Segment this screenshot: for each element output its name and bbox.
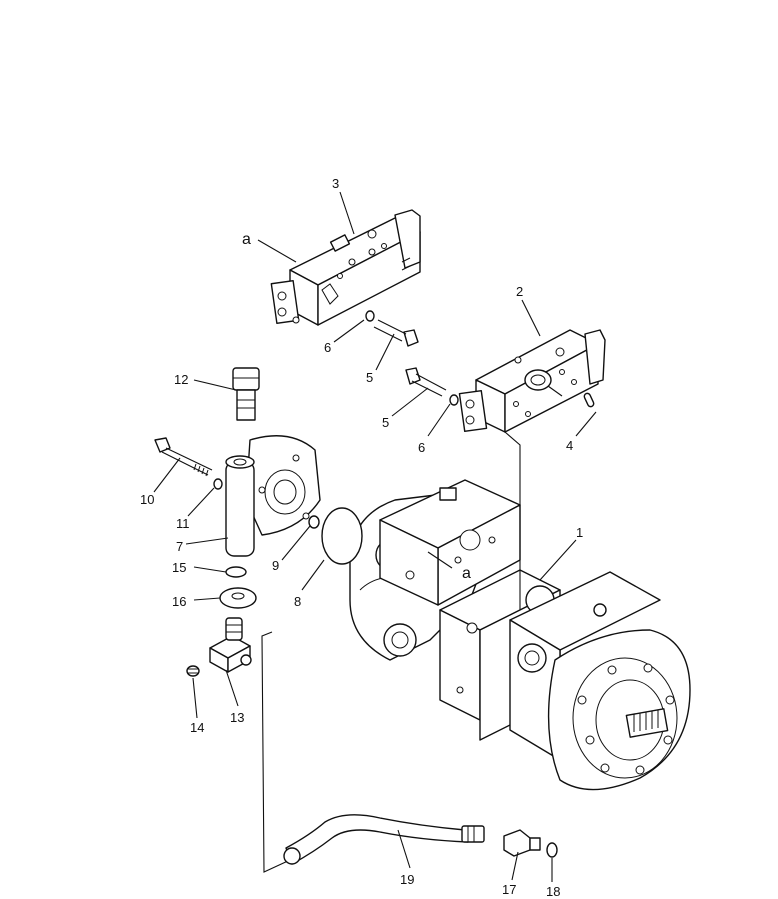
o-ring-8-icon xyxy=(321,507,363,565)
pin-4-icon xyxy=(583,392,595,408)
callout-2: 2 xyxy=(516,284,523,299)
hose-19-icon xyxy=(261,631,485,873)
flange-7-icon xyxy=(225,435,321,557)
callout-11: 11 xyxy=(176,516,190,531)
callout-13: 13 xyxy=(230,710,244,725)
callout-labels: 1 2 3 4 5 5 6 6 7 8 9 10 11 12 13 14 15 … xyxy=(140,176,583,899)
main-pump-icon xyxy=(349,431,691,791)
reference-a-upper: a xyxy=(242,231,251,248)
o-ring-18-icon xyxy=(546,842,558,858)
callout-17: 17 xyxy=(502,882,516,897)
servo-valve-2-icon xyxy=(458,329,606,433)
bolt-5-upper-icon xyxy=(373,319,419,347)
callout-4: 4 xyxy=(566,438,573,453)
callout-5-upper: 5 xyxy=(366,370,373,385)
callout-6-upper: 6 xyxy=(324,340,331,355)
bolt-5-lower-icon xyxy=(405,367,447,397)
callout-9: 9 xyxy=(272,558,279,573)
callout-8: 8 xyxy=(294,594,301,609)
callout-1: 1 xyxy=(576,525,583,540)
callout-16: 16 xyxy=(172,594,186,609)
plug-12-icon xyxy=(232,367,260,421)
washer-6-upper-icon xyxy=(365,310,375,322)
tee-13-icon xyxy=(209,617,252,673)
washer-11-icon xyxy=(213,478,223,490)
callout-5-lower: 5 xyxy=(382,415,389,430)
gasket-16-icon xyxy=(219,587,257,609)
servo-valve-3-icon xyxy=(270,209,421,326)
callout-19: 19 xyxy=(400,872,414,887)
fitting-17-icon xyxy=(503,829,541,857)
callout-18: 18 xyxy=(546,884,560,899)
plug-14-icon xyxy=(186,665,200,677)
callout-14: 14 xyxy=(190,720,204,735)
reference-a-pump: a xyxy=(462,565,471,582)
callout-12: 12 xyxy=(174,372,188,387)
callout-15: 15 xyxy=(172,560,186,575)
callout-7: 7 xyxy=(176,539,183,554)
leader-lines xyxy=(153,191,597,882)
callout-10: 10 xyxy=(140,492,154,507)
o-ring-9-icon xyxy=(308,515,320,529)
callout-6-lower: 6 xyxy=(418,440,425,455)
bolt-10-icon xyxy=(154,437,213,477)
callout-3: 3 xyxy=(332,176,339,191)
o-ring-15-icon xyxy=(225,566,247,578)
washer-6-lower-icon xyxy=(449,394,459,406)
